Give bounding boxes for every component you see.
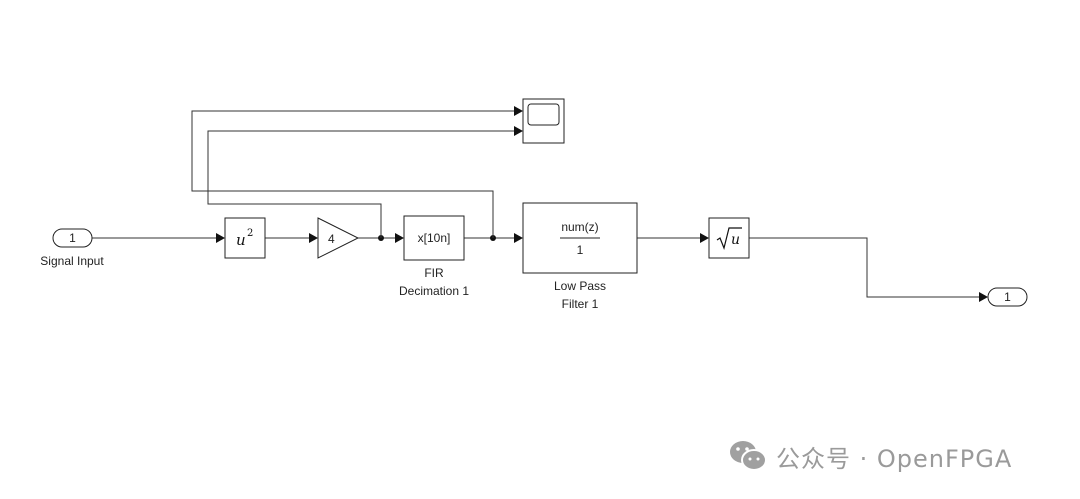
lpf-label-line1: Low Pass [554,279,606,293]
fir-label-line2: Decimation 1 [399,284,469,298]
fir-block-text: x[10n] [418,231,451,245]
low-pass-filter-block[interactable]: num(z) 1 [522,202,638,274]
arrow-into-scope-2 [514,126,523,136]
fir-label-line1: FIR [424,266,444,280]
arrow-into-outport [979,292,988,302]
gain-block[interactable]: 4 [317,217,360,259]
outport-block[interactable]: 1 [987,287,1028,307]
arrow-into-fir [395,233,404,243]
inport-number: 1 [69,231,76,245]
wire-branch-fir-to-scope[interactable] [191,110,514,238]
arrow-into-scope-1 [514,106,523,116]
watermark-text: 公众号 · OpenFPGA [776,444,1013,473]
square-block[interactable]: u 2 [224,217,266,259]
arrow-into-lpf [514,233,523,243]
wire-branch-gain-to-scope[interactable] [207,130,514,238]
sqrt-radical-sign [716,227,742,250]
arrow-into-gain [309,233,318,243]
scope-screen-icon [527,103,560,126]
square-exponent: 2 [247,228,253,239]
wire-sqrt-to-outport[interactable] [749,237,979,298]
scope-block[interactable] [522,98,565,144]
fir-decimation-block[interactable]: x[10n] [403,215,465,261]
gain-value: 4 [328,232,335,246]
watermark: 公众号 · OpenFPGA [728,438,1012,474]
arrow-into-square [216,233,225,243]
sqrt-radicand: u [731,232,740,248]
inport-block[interactable]: 1 [52,228,93,248]
sqrt-block[interactable]: u [708,217,750,259]
lpf-denominator: 1 [577,243,584,257]
outport-number: 1 [1004,290,1011,304]
wechat-icon [730,441,767,471]
lpf-label-line2: Filter 1 [562,297,599,311]
lpf-numerator: num(z) [561,220,598,234]
arrow-into-sqrt [700,233,709,243]
square-base: u [236,231,246,249]
inport-label: Signal Input [40,254,104,268]
